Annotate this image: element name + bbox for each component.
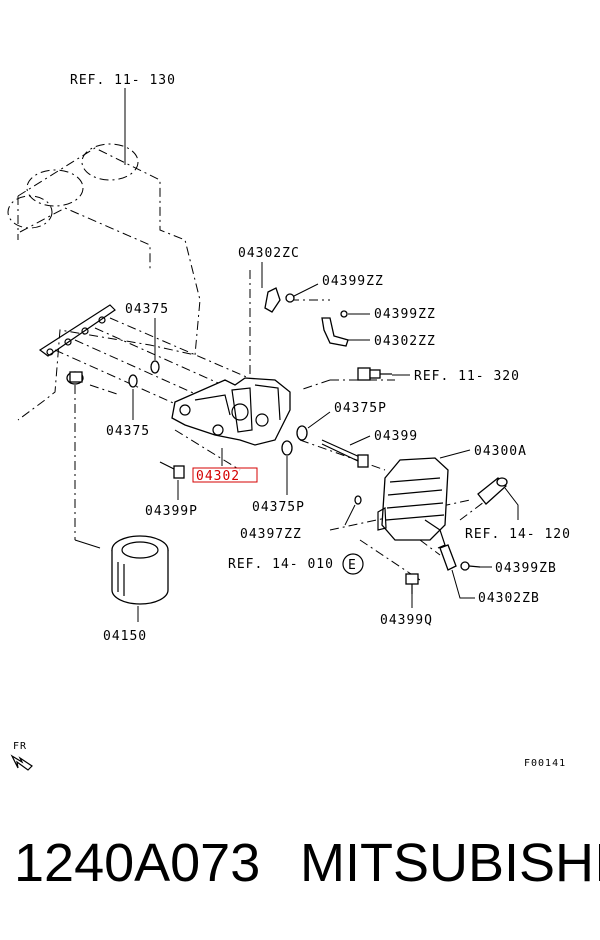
bolt-04399q xyxy=(405,573,419,594)
label-04375p-a: 04375P xyxy=(334,401,387,416)
fr-label: FR xyxy=(13,741,27,752)
figure-code: F00141 xyxy=(524,758,566,769)
engine-block xyxy=(7,143,201,421)
label-04302: 04302 xyxy=(196,469,240,484)
oil-cooler-04300a xyxy=(377,457,449,549)
label-04397zz: 04397ZZ xyxy=(240,527,302,542)
circle-e xyxy=(342,553,364,575)
o-ring-04375p-a xyxy=(296,425,308,441)
label-04375p-b: 04375P xyxy=(252,500,305,515)
washer-04397zz xyxy=(354,495,362,505)
label-04300a: 04300A xyxy=(474,444,527,459)
ref-11-130-label: REF. 11- 130 xyxy=(70,73,176,88)
bolt-04399zz-b xyxy=(340,310,348,318)
label-ref-14-010: REF. 14- 010 xyxy=(228,557,334,572)
oil-filter-04150 xyxy=(74,535,169,605)
leader-04300a xyxy=(439,449,471,459)
label-04302zz: 04302ZZ xyxy=(374,334,436,349)
leader-04375p-a xyxy=(307,411,331,429)
label-04399p: 04399P xyxy=(145,504,198,519)
bolt-04399zb xyxy=(460,561,481,571)
highlight-box-04302 xyxy=(192,467,258,483)
label-04375-left: 04375 xyxy=(106,424,150,439)
o-ring-04375-top xyxy=(150,360,160,374)
leader-04302zb xyxy=(451,569,475,599)
label-04302zb: 04302ZB xyxy=(478,591,540,606)
label-04375-top: 04375 xyxy=(125,302,169,317)
bolt-04399zz-a xyxy=(285,293,295,303)
bracket-04302zz xyxy=(321,317,349,347)
label-04399zz-b: 04399ZZ xyxy=(374,307,436,322)
oil-filter-bracket xyxy=(171,377,291,446)
bracket-04302zc xyxy=(264,287,281,313)
leader-04397zz xyxy=(344,504,356,526)
leader-04399zz-a xyxy=(293,283,319,297)
filter-nipple xyxy=(66,371,84,385)
bolt-04399 xyxy=(321,439,369,468)
pressure-switch xyxy=(357,367,392,381)
label-04399q: 04399Q xyxy=(380,613,433,628)
label-ref-11-320: REF. 11- 320 xyxy=(414,369,520,384)
label-04399zz-a: 04399ZZ xyxy=(322,274,384,289)
brand-name: MITSUBISHI xyxy=(300,833,600,893)
hose-ref-14-120 xyxy=(477,477,508,505)
front-arrow-icon: FR xyxy=(10,741,33,771)
label-04399: 04399 xyxy=(374,429,418,444)
leader-ref-14-120 xyxy=(504,487,519,520)
bolt-04399p xyxy=(159,461,185,479)
leader-04399 xyxy=(349,435,371,446)
label-04150: 04150 xyxy=(103,629,147,644)
part-number: 1240A073 xyxy=(14,833,261,893)
o-ring-04375p-b xyxy=(281,440,293,456)
block-mounting-face xyxy=(38,304,116,357)
circle-e-label: E xyxy=(348,558,357,573)
label-ref-14-120: REF. 14- 120 xyxy=(465,527,571,542)
label-04399zb: 04399ZB xyxy=(495,561,557,576)
bracket-04302zb xyxy=(439,544,457,571)
o-ring-04375-left xyxy=(128,374,138,388)
label-04302zc: 04302ZC xyxy=(238,246,300,261)
